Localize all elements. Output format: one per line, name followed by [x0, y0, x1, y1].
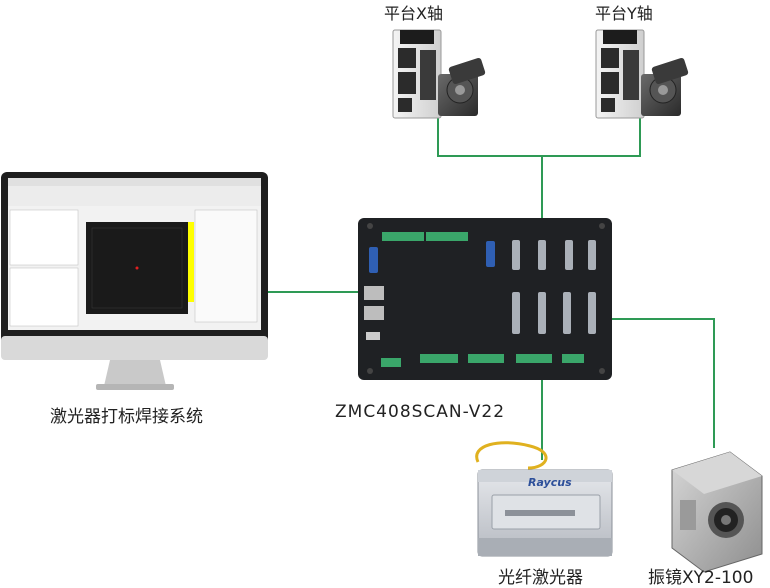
- laser-brand-logo: Raycus: [528, 476, 572, 489]
- fiber-laser: [475, 441, 613, 557]
- servo-drive-y: [595, 29, 645, 119]
- label-axis-x: 平台X轴: [384, 4, 443, 23]
- servo-drive-x: [392, 29, 442, 119]
- label-software: 激光器打标焊接系统: [50, 407, 203, 427]
- controller-board: [358, 218, 612, 380]
- servo-motor-y: [641, 57, 689, 116]
- wire-x-down: [437, 118, 439, 156]
- label-galvo: 振镜XY2-100: [648, 568, 754, 588]
- label-laser: 光纤激光器: [498, 568, 583, 588]
- label-controller: ZMC408SCAN-V22: [335, 402, 506, 422]
- galvo-scanner: [671, 451, 763, 573]
- wire-xy-bus: [437, 155, 641, 157]
- wire-galvo-horizontal: [590, 318, 715, 320]
- wire-y-down: [639, 118, 641, 156]
- label-axis-y: 平台Y轴: [595, 4, 653, 23]
- wire-galvo-vertical: [713, 318, 715, 448]
- wire-pc-to-controller: [268, 291, 366, 293]
- monitor: [1, 172, 268, 390]
- servo-motor-x: [438, 57, 486, 116]
